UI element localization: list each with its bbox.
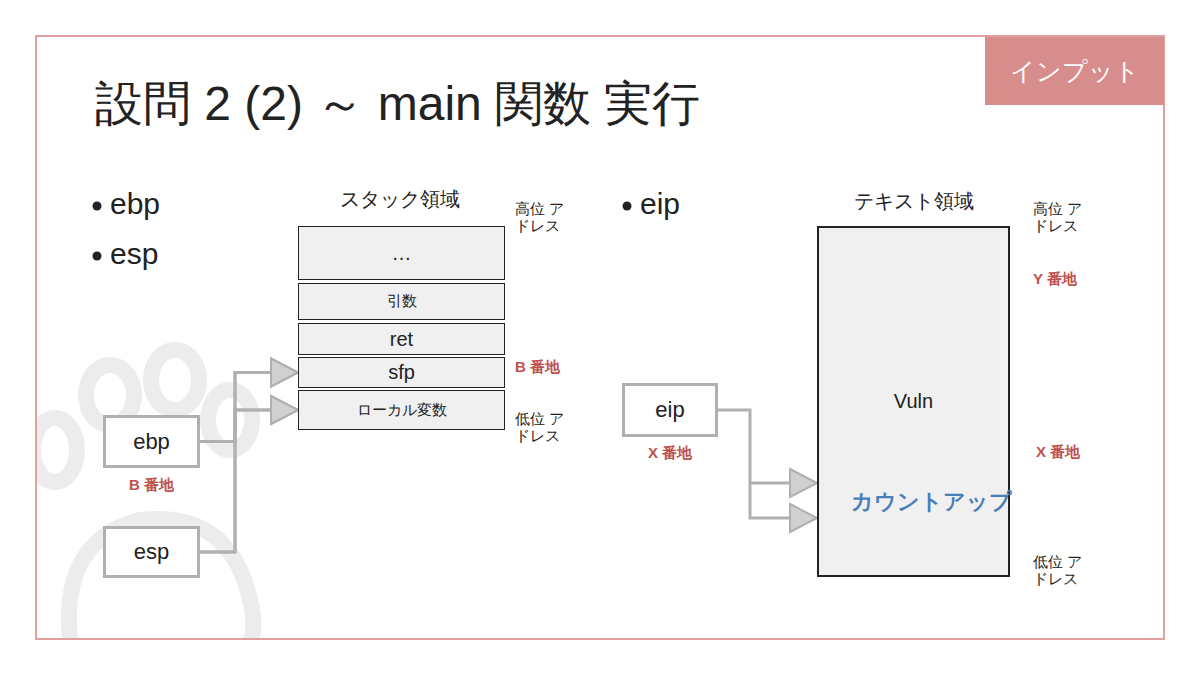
text-region: テキスト領域Vuln [817,226,1010,577]
node-text: eip [655,397,684,423]
bullet-dot [623,202,632,211]
bullet-dot [93,252,102,261]
register-box: ebp [103,415,200,468]
register-box: eip [622,383,718,437]
arrow-head [790,469,817,497]
node-text: インプット [1010,55,1140,88]
connector-line [200,410,271,442]
connector [200,396,298,552]
arrow-head [271,359,298,387]
area-heading: スタック領域 [290,188,510,211]
register-name: ebp [110,187,160,222]
register-name: esp [110,237,158,272]
address-label: B 番地 [103,476,200,493]
address-note: 高位 アドレス [1033,200,1097,234]
paw-watermark [36,350,253,639]
address-note: 低位 アドレス [1033,553,1097,587]
connector [200,359,298,442]
region-heading: テキスト領域 [799,188,1028,215]
node-text: ebp [133,429,170,455]
connector [718,410,817,532]
connector [200,359,298,553]
node-text: sfp [388,361,415,384]
register-name: eip [640,187,680,222]
connector-line [718,410,790,518]
stack-cell: ローカル変数 [298,390,505,430]
node-text: 引数 [387,292,417,311]
node-text: esp [134,539,169,565]
address-note: 低位 アドレス [515,410,579,444]
connector [200,396,298,442]
stack-cell: ret [298,323,505,355]
stack-cell: … [298,226,505,280]
stack-cell: sfp [298,357,505,388]
node-text: Vuln [894,390,933,413]
node-text: ret [390,328,413,351]
arrow-head [271,359,298,387]
stack-cell: 引数 [298,283,505,320]
address-label: X 番地 [1036,443,1080,460]
address-label: B 番地 [515,358,560,375]
address-note: 高位 アドレス [515,200,579,234]
address-label: Y 番地 [1033,270,1077,287]
connector-line [200,373,271,442]
slide-title: 設問 2 (2) ～ main 関数 実行 [95,72,700,136]
node-text: ローカル変数 [357,401,447,420]
node-text: … [392,242,412,265]
connector-line [200,373,271,553]
address-label: X 番地 [622,444,718,461]
arrow-head [271,396,298,424]
register-box: esp [103,526,200,578]
arrow-head [271,396,298,424]
bullet-dot [93,202,102,211]
connector-line [200,410,271,552]
slide-frame [36,36,1164,639]
count-up-note: カウントアップ [851,489,1012,514]
section-tag: インプット [985,37,1164,105]
arrow-head [790,504,817,532]
